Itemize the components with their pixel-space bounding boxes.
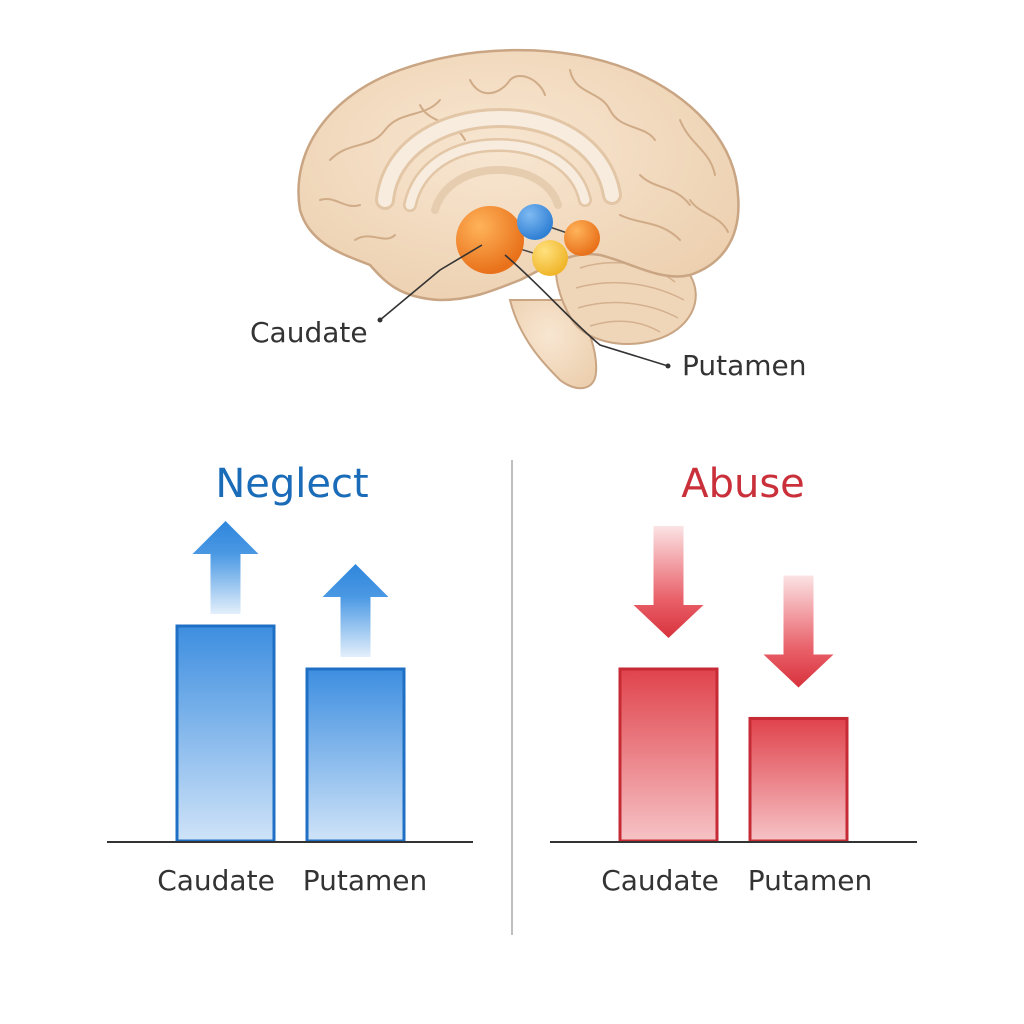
abuse-panel: Abuse Caudate Putamen xyxy=(550,461,917,897)
neglect-bar-caudate xyxy=(175,624,276,843)
abuse-tick-putamen: Putamen xyxy=(748,864,873,897)
abuse-bar-putamen xyxy=(748,716,849,843)
putamen-leader-line xyxy=(504,254,669,367)
abuse-arrow-caudate-down xyxy=(633,526,704,638)
blue-node xyxy=(517,204,553,240)
neglect-title: Neglect xyxy=(215,461,368,507)
caudate-leader-dot xyxy=(377,317,383,323)
neglect-tick-putamen: Putamen xyxy=(303,864,428,897)
neglect-arrow-putamen-up xyxy=(322,564,389,657)
putamen-leader-dot xyxy=(665,363,671,369)
corpus-callosum xyxy=(375,107,622,214)
neglect-arrow-caudate-up xyxy=(192,521,259,614)
brain-label-caudate: Caudate xyxy=(250,316,368,349)
abuse-bars xyxy=(618,526,849,843)
putamen-node xyxy=(532,240,568,276)
neglect-tick-caudate: Caudate xyxy=(157,864,275,897)
abuse-arrow-putamen-down xyxy=(763,575,834,688)
neglect-panel: Neglect Caudate Putamen xyxy=(107,461,473,897)
orange-node xyxy=(564,220,600,256)
abuse-tick-caudate: Caudate xyxy=(601,864,719,897)
abuse-title: Abuse xyxy=(681,461,805,507)
abuse-bar-caudate xyxy=(618,667,719,843)
neglect-bar-putamen xyxy=(305,667,406,843)
neglect-bars xyxy=(175,521,406,843)
gyri xyxy=(319,69,729,241)
brain-label-putamen: Putamen xyxy=(682,349,807,382)
caudate-leader-line xyxy=(379,244,483,321)
brain-illustration: Caudate Putamen xyxy=(250,48,807,390)
